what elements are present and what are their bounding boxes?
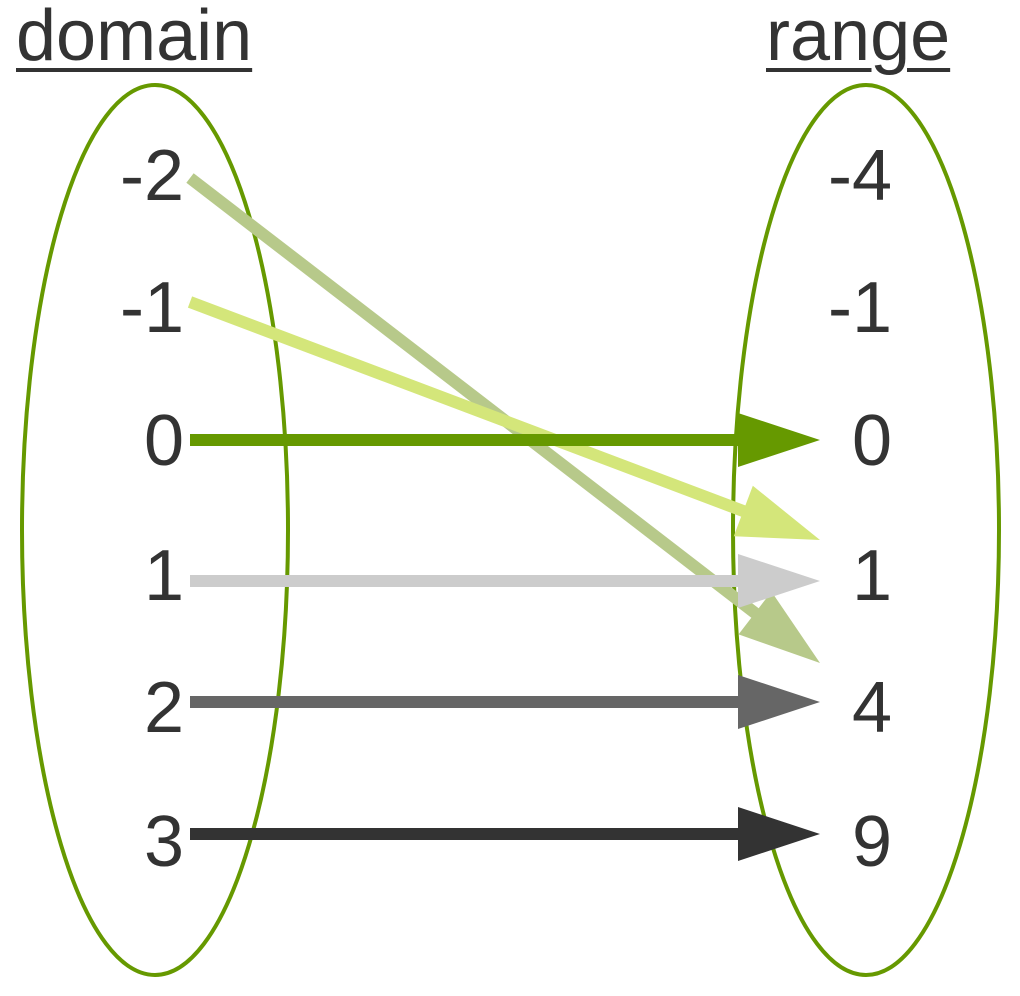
arrow-shaft--2-to-4 <box>186 173 761 619</box>
domain-value: 0 <box>143 401 184 481</box>
range-heading: range <box>766 0 951 76</box>
mapping-arrows <box>186 173 820 861</box>
range-value: 1 <box>851 536 892 616</box>
arrow-shaft--1-to-1 <box>187 296 748 518</box>
domain-ellipse <box>20 83 290 977</box>
domain-value: 3 <box>143 802 184 882</box>
range-value: 4 <box>851 668 892 748</box>
range-ellipse <box>731 83 1001 977</box>
arrow-head--1-to-1 <box>733 485 820 540</box>
arrow-head--2-to-4 <box>738 591 820 663</box>
range-value: 9 <box>851 802 892 882</box>
domain-heading: domain <box>16 0 253 76</box>
range-value: -4 <box>827 136 892 216</box>
range-value: 0 <box>851 401 892 481</box>
domain-value: 1 <box>143 536 184 616</box>
arrow-head-3-to-9 <box>738 807 820 861</box>
domain-value: -1 <box>119 268 184 348</box>
arrow-head-2-to-4 <box>738 675 820 729</box>
domain-value: 2 <box>143 668 184 748</box>
range-value: -1 <box>827 268 892 348</box>
arrow-head-1-to-1 <box>738 554 820 608</box>
arrow-head-0-to-0 <box>738 413 820 467</box>
domain-value: -2 <box>119 136 184 216</box>
